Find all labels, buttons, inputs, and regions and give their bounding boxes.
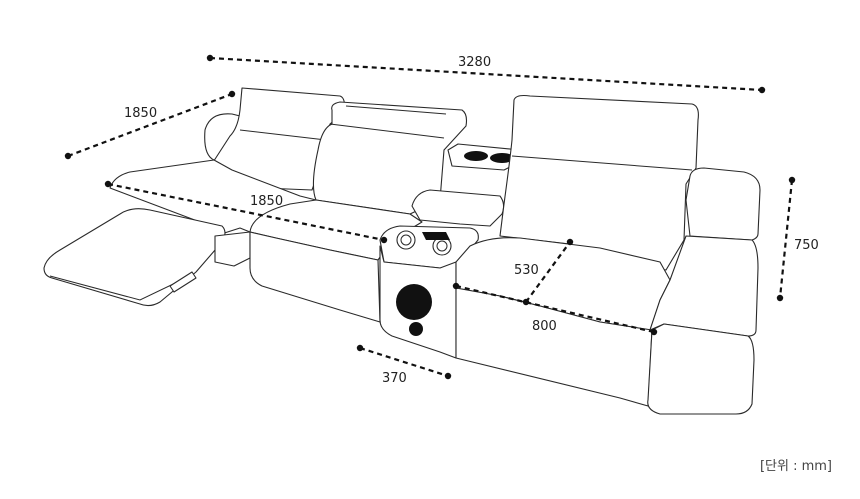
total-width-label: 3280 [458,55,491,70]
recliner-depth-line [107,182,385,242]
left-seat-base [214,231,251,267]
recliner-depth-label: 1850 [250,194,283,209]
center-console [379,143,521,359]
console-width-line [359,346,449,378]
wireless-charger-icon [422,232,450,240]
right-backrest [499,94,699,271]
cup-holder-icon [396,230,416,250]
dimension-lines [64,54,796,380]
middle-seat-front [249,231,381,323]
chaise-depth-label: 1850 [124,106,157,121]
chaise-depth-line [67,92,233,158]
right-armrest-front [647,323,755,415]
left-recliner-seat [43,87,346,307]
total-width-line [209,56,763,92]
height-label: 750 [794,238,819,253]
seat-depth-label: 530 [514,263,539,278]
left-footrest-extended [43,208,226,307]
middle-seat [249,101,468,323]
cup-holder-icon [490,153,514,163]
left-footrest-bracket [169,271,197,293]
dimension-labels: 3280 1850 1850 370 530 800 750 [124,55,819,386]
right-seat [455,94,761,415]
console-armrest [411,189,505,227]
right-armrest [685,167,761,241]
seat-width-label: 800 [532,319,557,334]
console-width-label: 370 [382,371,407,386]
seat-depth-line [525,241,571,303]
speaker-icon [396,284,432,320]
height-line [778,179,794,299]
unit-note: [단위 : mm] [759,459,832,474]
seat-width-line [455,284,655,334]
cup-holder-icon [464,151,488,161]
speaker-tweeter-icon [409,322,423,336]
